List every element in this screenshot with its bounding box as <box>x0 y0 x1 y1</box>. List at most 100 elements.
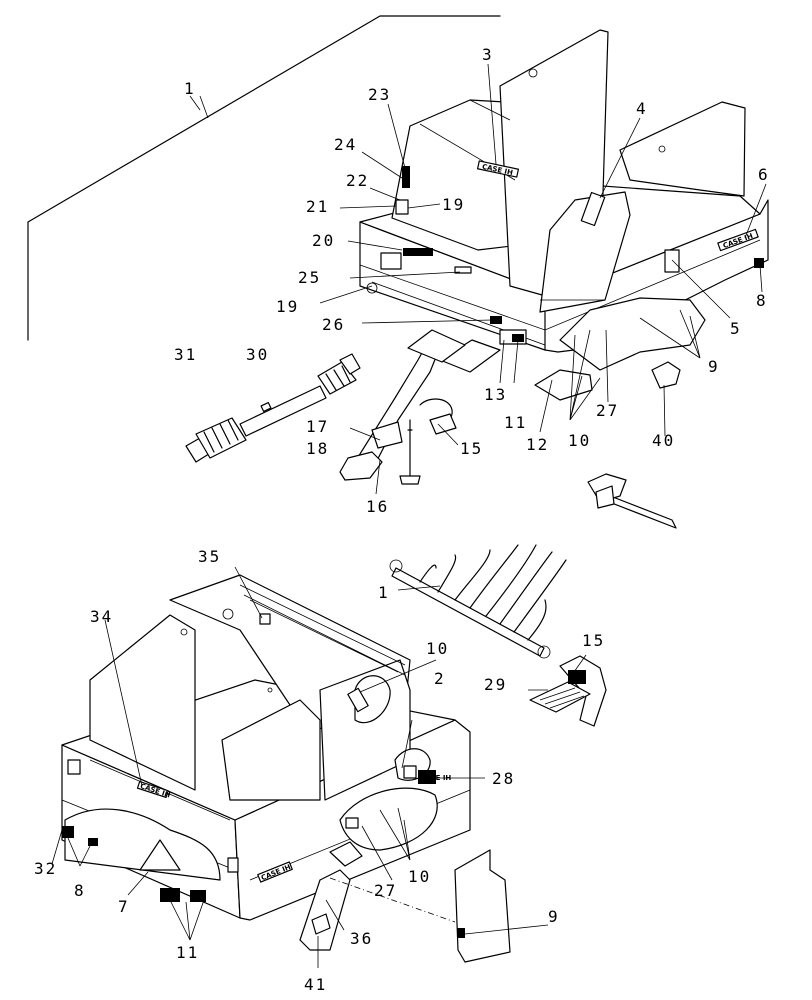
lower-hole <box>180 628 188 636</box>
decal-4 <box>580 191 606 227</box>
decal-10b <box>347 687 369 713</box>
pto-boot-ribs <box>203 419 239 453</box>
callout-29: 29 <box>484 675 507 694</box>
jack-stand-16 <box>401 419 419 481</box>
cutaway-area-right <box>559 297 706 371</box>
callout-15: 15 <box>460 439 483 458</box>
callout-13: 13 <box>484 385 507 404</box>
callout-26: 26 <box>322 315 345 334</box>
projection-line <box>329 877 456 923</box>
callout-1: 1 <box>378 583 390 602</box>
callout-8: 8 <box>756 291 768 310</box>
right-side-panel <box>619 101 746 197</box>
callout-10: 10 <box>426 639 449 658</box>
detail-clamp <box>595 485 615 509</box>
panel-edge <box>359 239 761 331</box>
callout-21: 21 <box>306 197 329 216</box>
top-assembly: CASE IH CASE IH <box>27 15 769 529</box>
callout-36: 36 <box>350 929 373 948</box>
decal-8b <box>88 838 98 846</box>
tine-bar <box>391 567 545 657</box>
callout-25: 25 <box>298 268 321 287</box>
lower-roller-lines <box>239 584 406 676</box>
tine-bar-end <box>389 559 403 573</box>
mounting-bracket-36 <box>299 869 351 951</box>
callout-leaders <box>51 63 767 968</box>
lower-cutaway-front <box>64 808 221 881</box>
lower-hole <box>222 608 234 620</box>
step-treadplate <box>529 681 591 713</box>
lower-center-wall <box>221 699 321 801</box>
decal-9b <box>457 928 465 938</box>
bottom-assembly: CASE IH CASE IH CASE IH <box>61 544 607 963</box>
callout-7: 7 <box>118 897 130 916</box>
decal-2 <box>403 765 417 779</box>
panel-hole <box>658 145 666 153</box>
tine-bar-end <box>537 645 551 659</box>
callout-31: 31 <box>174 345 197 364</box>
callout-11: 11 <box>176 943 199 962</box>
lower-cutaway-upper <box>354 675 391 724</box>
lower-left-wall <box>89 614 196 791</box>
pto-yoke-right <box>339 353 361 375</box>
decal-5 <box>664 249 680 273</box>
jack-foot <box>399 475 421 485</box>
front-step-7 <box>139 839 181 871</box>
pto-boot-right-ribs <box>325 365 351 391</box>
callout-6: 6 <box>758 165 770 184</box>
pickup-tines <box>389 544 567 659</box>
decal-27b <box>345 817 359 829</box>
callout-8: 8 <box>74 881 86 900</box>
callout-9: 9 <box>708 357 720 376</box>
decal-8 <box>754 258 764 268</box>
callout-10: 10 <box>408 867 431 886</box>
drawbar-tongue <box>339 329 501 485</box>
tongue-arm <box>349 337 443 471</box>
callout-11: 11 <box>504 413 527 432</box>
bracket-41 <box>311 913 331 935</box>
callout-17: 17 <box>306 417 329 436</box>
decal-corner <box>67 759 81 775</box>
callout-27: 27 <box>596 401 619 420</box>
step-tread-dots <box>539 687 585 709</box>
callout-28: 28 <box>492 769 515 788</box>
step-decal <box>568 670 586 684</box>
callout-16: 16 <box>366 497 389 516</box>
decal-24 <box>402 166 410 188</box>
callout-10: 10 <box>568 431 591 450</box>
tines <box>419 544 567 641</box>
callout-34: 34 <box>90 607 113 626</box>
callout-23: 23 <box>368 85 391 104</box>
pto-boot-left <box>195 417 247 459</box>
lower-cutaway-side <box>339 787 438 851</box>
callout-2: 2 <box>434 669 446 688</box>
detached-panel-9 <box>454 849 511 963</box>
callout-32: 32 <box>34 859 57 878</box>
callout-18: 18 <box>306 439 329 458</box>
decal-20-plate <box>380 252 402 270</box>
callout-19: 19 <box>442 195 465 214</box>
callout-5: 5 <box>730 319 742 338</box>
decal-35 <box>259 613 271 625</box>
decal-side-small <box>227 857 239 873</box>
callout-27: 27 <box>374 881 397 900</box>
hose-holder <box>429 413 457 435</box>
pto-driveshaft-31 <box>185 353 361 463</box>
callout-9: 9 <box>548 907 560 926</box>
decal-11c <box>190 890 206 902</box>
lower-hole <box>267 687 273 693</box>
bracket-foot <box>329 841 363 867</box>
step-platform <box>407 329 466 363</box>
decal-11b <box>160 888 180 902</box>
callout-20: 20 <box>312 231 335 250</box>
callout-22: 22 <box>346 171 369 190</box>
decal-26 <box>490 316 502 324</box>
decal-25 <box>454 266 472 274</box>
callout-3: 3 <box>482 45 494 64</box>
detail-bracket <box>587 473 677 529</box>
callout-30: 30 <box>246 345 269 364</box>
callout-40: 40 <box>652 431 675 450</box>
tongue-head <box>339 451 383 481</box>
kit-bracket-line <box>27 15 501 341</box>
